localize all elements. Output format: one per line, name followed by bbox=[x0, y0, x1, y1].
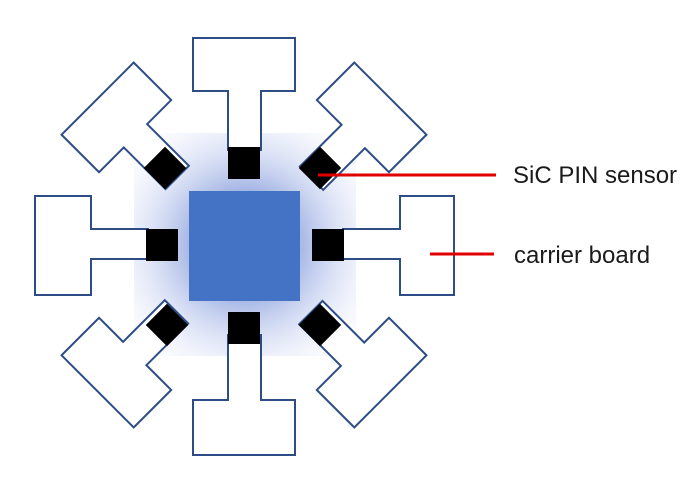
sensor-top bbox=[228, 147, 260, 179]
sensor-bottom-left bbox=[145, 303, 189, 347]
board-label: carrier board bbox=[514, 242, 650, 269]
sensor-top-left bbox=[143, 146, 187, 190]
sensor-top-right bbox=[298, 146, 342, 190]
pad-right bbox=[342, 195, 455, 296]
center-square bbox=[189, 191, 300, 301]
carrier-board-pads bbox=[34, 37, 455, 456]
sensor-right bbox=[312, 229, 344, 261]
pad-bottom bbox=[192, 334, 296, 456]
pad-top bbox=[192, 37, 296, 151]
sensor-label: SiC PIN sensor bbox=[513, 162, 677, 189]
pad-left bbox=[34, 195, 149, 296]
sensor-squares bbox=[143, 146, 344, 347]
sensor-bottom bbox=[228, 312, 260, 344]
sensor-bottom-right bbox=[298, 303, 342, 347]
pad-top-right bbox=[298, 61, 428, 192]
sensor-left bbox=[146, 229, 178, 261]
